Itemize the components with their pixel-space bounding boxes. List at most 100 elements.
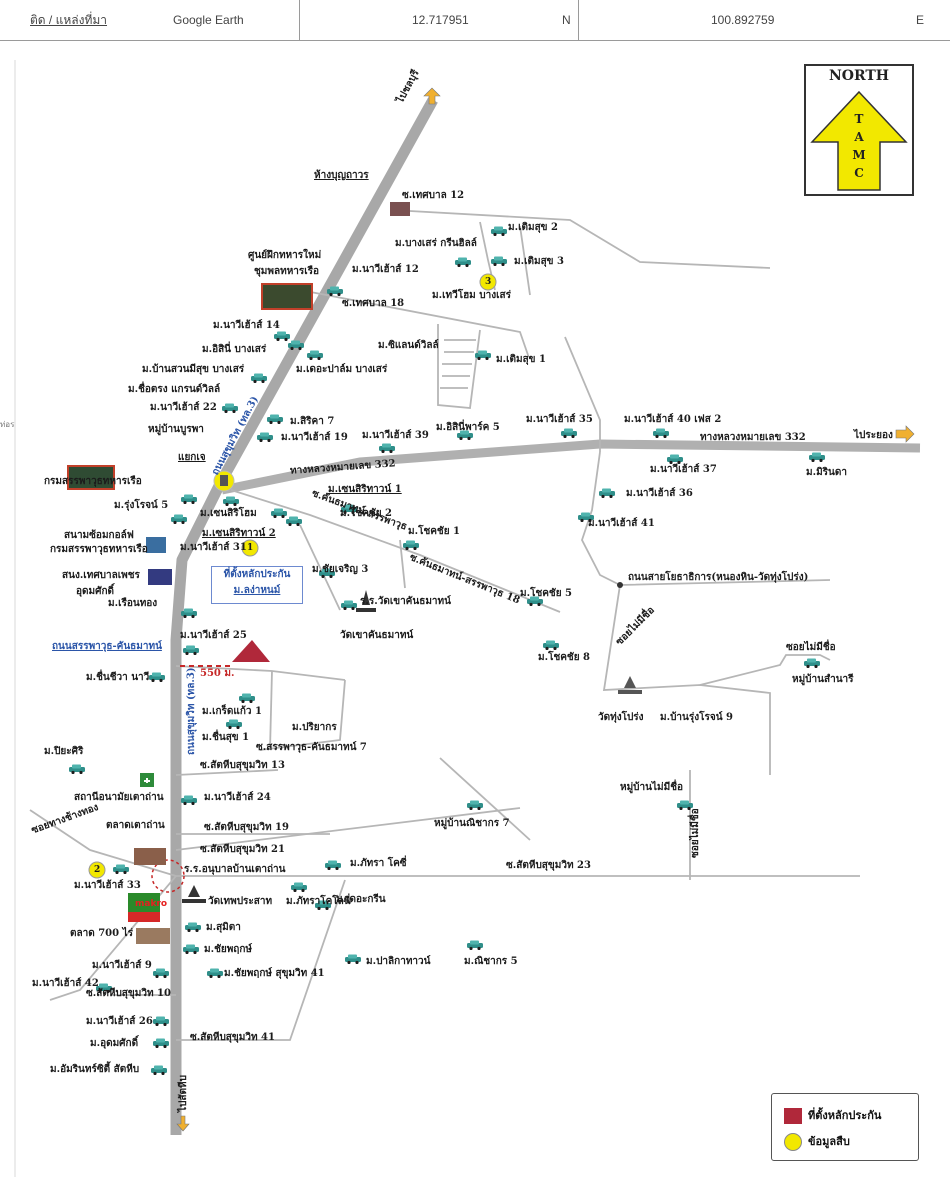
- soi-label: ซ.สัตหีบสุขุมวิท 10: [86, 988, 171, 999]
- village-label: ม.อิสินี่พาร์ค 5: [436, 422, 500, 433]
- village-label: ม.นาวีเฮ้าส์ 26: [86, 1016, 153, 1027]
- header-divider: [578, 0, 579, 40]
- village-label: ม.นาวีเฮ้าส์ 41: [588, 518, 655, 529]
- soi-label: ซ.สัตหีบสุขุมวิท 21: [200, 844, 285, 855]
- soi-no-name-label: ซอยไม่มีชื่อ: [786, 642, 836, 653]
- landmark-label: กรมสรรพาวุธทหารเรือ: [44, 476, 142, 487]
- village-label: ม.นาวีเฮ้าส์ 35: [526, 414, 593, 425]
- village-label: ม.อิสินี่ บางเสร่: [202, 344, 267, 355]
- village-label: ม.นาวีเฮ้าส์ 12: [352, 264, 419, 275]
- soi-label: ซ.สัตหีบสุขุมวิท 23: [506, 860, 591, 871]
- village-label: ม.เติมสุข 3: [514, 256, 564, 267]
- village-label: ม.นาวีเฮ้าส์ 22: [150, 402, 217, 413]
- soi-tesaban-18-label: ซ.เทศบาล 18: [342, 298, 405, 309]
- soi-label: ซ.สรรพาวุธ-คันธมาทน์ 7: [256, 742, 367, 753]
- village-label: ม.ชื่นชีวา นาวี: [86, 672, 150, 683]
- village-label: ม.ปาลิกาทาวน์: [366, 956, 431, 967]
- callout-line-1: ที่ตั้งหลักประกัน: [223, 569, 291, 580]
- village-label: ม.มิรินดา: [806, 467, 847, 478]
- hospital-label: สถานีอนามัยเตาถ่าน: [74, 792, 164, 803]
- sukhumvit-road-label: ถนนสุขุมวิท (ทล.3): [186, 667, 197, 755]
- village-label: ม.ชัยพฤกษ์ สุขุมวิท 41: [224, 968, 325, 979]
- distance-label: 550 ม.: [200, 668, 235, 679]
- sanpawut-road-label: ถนนสรรพาวุธ-คันธมาทน์: [52, 641, 162, 652]
- village-label: ม.สิริคา 7: [290, 416, 335, 427]
- to-sattahip-label: ไปสัตหีบ: [178, 1075, 189, 1112]
- village-label: ม.ชื่นสุข 1: [202, 732, 250, 743]
- village-label: ม.เติมสุข 1: [496, 354, 546, 365]
- info-marker-1: 1: [247, 543, 254, 553]
- map-canvas: [14, 60, 921, 1177]
- longitude-value: 100.892759: [711, 13, 775, 27]
- village-label: ม.โชคชัย 2: [340, 508, 393, 519]
- coordinate-header: ติด / แหล่งที่มา Google Earth 12.717951 …: [0, 0, 950, 41]
- highway-332: [221, 439, 921, 495]
- village-label: ม.ณิชากร 5: [464, 956, 518, 967]
- village-label: ม.ภัทราโคโลนี่: [286, 896, 351, 907]
- market-label: ตลาดเตาถ่าน: [106, 820, 165, 831]
- village-label: ม.นาวีเฮ้าส์ 19: [281, 432, 348, 443]
- legend-property-label: ที่ตั้งหลักประกัน: [808, 1109, 882, 1122]
- village-label: ม.นาวีเฮ้าส์ 37: [650, 464, 717, 475]
- village-label: ม.นาวีเฮ้าส์ 9: [92, 960, 152, 971]
- village-label: ม.บ้านรุ่งโรจน์ 9: [660, 712, 734, 723]
- village-label: ม.ภัทรา โคซี่: [350, 858, 407, 869]
- village-label: ม.เกร็ดแก้ว 1: [202, 706, 262, 717]
- info-circle-icon: [784, 1133, 802, 1151]
- navy-training-label: ศูนย์ฝึกทหารใหม่: [248, 250, 322, 261]
- north-letter: A: [854, 130, 864, 144]
- village-label: ม.นาวีเฮ้าส์ 31: [180, 542, 247, 553]
- market-label: ตลาด 700 ไร่: [70, 928, 133, 939]
- navy-training-label: ชุมพลทหารเรือ: [254, 266, 320, 277]
- village-label: หมู่บ้านณิชากร 7: [434, 818, 510, 829]
- latitude-value: 12.717951: [412, 13, 469, 27]
- junction-label: แยกเจ: [178, 452, 206, 463]
- sukhumvit-road: [170, 97, 438, 1135]
- village-label: ม.เทวีโฮม บางเสร่: [432, 290, 511, 301]
- village-label: ม.ซิแลนด์วิลล์: [378, 340, 439, 351]
- location-label: ติด / แหล่งที่มา: [30, 13, 108, 27]
- soi-label: ซ.สัตหีบสุขุมวิท 19: [204, 822, 289, 833]
- legend-row-info: ข้อมูลสืบ: [784, 1132, 850, 1151]
- village-label: หมู่บ้านไม่มีชื่อ: [620, 782, 683, 793]
- village-label: หมู่บ้านสำนารี: [792, 674, 854, 685]
- info-marker-3: 3: [485, 277, 492, 287]
- village-label: ม.รุ่งโรจน์ 5: [114, 500, 169, 511]
- to-rayong-label: ไประยอง: [854, 430, 893, 441]
- nongkhin-road-label: ถนนสายโยธาธิการ(หนองหิน-วัดทุ่งโปร่ง): [628, 572, 809, 583]
- village-label: ม.นาวีเฮ้าส์ 33: [74, 880, 141, 891]
- village-label: ม.นาวีเฮ้าส์ 14: [213, 320, 280, 331]
- property-callout: ที่ตั้งหลักประกัน ม.ลง่าหนม์: [211, 566, 303, 604]
- highway-332-label: ทางหลวงหมายเลข 332: [700, 432, 806, 443]
- village-label: ม.ปิยะศิริ: [44, 746, 84, 757]
- north-arrow-icon: [810, 90, 908, 191]
- village-label: ม.โชคชัย 5: [520, 588, 573, 599]
- hang-boonthavorn-label: ห้างบุญถาวร: [314, 170, 369, 181]
- soi-tesaban-12-label: ซ.เทศบาล 12: [402, 190, 465, 201]
- property-location-marker: [232, 640, 270, 662]
- village-label: ม.นาวีเฮ้าส์ 24: [204, 792, 271, 803]
- village-label: ม.นาวีเฮ้าส์ 42: [32, 978, 99, 989]
- village-label: ม.เดอะกรีน: [336, 894, 386, 905]
- village-label: ม.เซนสิริโฮม: [200, 508, 257, 519]
- village-label: ม.นาวีเฮ้าส์ 40 เฟส 2: [624, 414, 722, 425]
- north-title: NORTH: [828, 68, 890, 84]
- village-label: หมู่บ้านบูรพา: [148, 424, 204, 435]
- legend-info-label: ข้อมูลสืบ: [808, 1135, 850, 1148]
- side-tab: ท่อร: [0, 420, 15, 429]
- landmark-label: สนามซ้อมกอล์ฟ: [64, 530, 134, 541]
- soi-no-name-label: ซอยไม่มีชื่อ: [690, 808, 701, 858]
- village-label: ม.ชัยเจริญ 3: [312, 564, 369, 575]
- soi-label: ซ.สัตหีบสุขุมวิท 13: [200, 760, 285, 771]
- village-label: ม.เดอะปาล์ม บางเสร่: [296, 364, 388, 375]
- soi-label: ซ.สัตหีบสุขุมวิท 41: [190, 1032, 275, 1043]
- callout-line-2: ม.ลง่าหนม์: [233, 585, 281, 596]
- village-label: ม.อุดมศักดิ์: [90, 1038, 139, 1049]
- landmark-label: กรมสรรพาวุธทหารเรือ: [50, 544, 148, 555]
- village-label: ม.ชัยพฤกษ์: [204, 944, 253, 955]
- temple-label: วัดเขาคันธมาทน์: [340, 630, 414, 641]
- village-label: ม.โชคชัย 1: [408, 526, 461, 537]
- village-label: ม.อัมรินทร์ซิตี้ สัตหีบ: [50, 1064, 140, 1075]
- village-label: ม.ปริยากร: [292, 722, 337, 733]
- property-swatch-icon: [784, 1108, 802, 1124]
